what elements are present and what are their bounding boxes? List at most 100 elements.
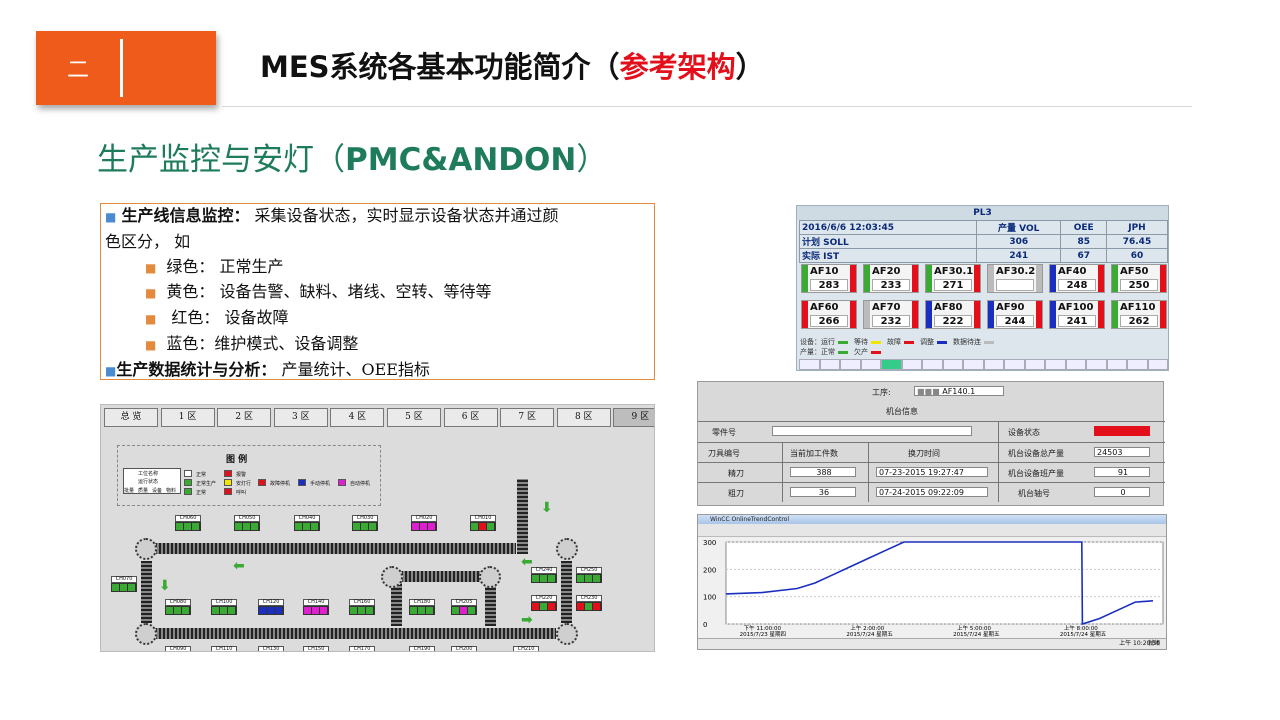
machine-station[interactable]: CH200 [451, 646, 477, 651]
status-cell [577, 575, 585, 582]
andon-tab[interactable] [1086, 359, 1107, 370]
zone-tab[interactable]: 3 区 [273, 408, 328, 427]
subtitle-cn: 生产监控与安灯（ [97, 142, 345, 178]
zone-tab[interactable]: 总 览 [104, 408, 158, 427]
total-output-label: 机台设备总产量 [1008, 449, 1064, 458]
machine-station[interactable]: CH250 [576, 567, 602, 583]
machine-station[interactable]: CH080 [165, 599, 191, 615]
fine-count-value: 388 [790, 467, 856, 477]
machine-name: CH170 [349, 646, 375, 651]
station-value: 222 [934, 315, 972, 327]
machine-station[interactable]: CH205 [451, 599, 477, 615]
andon-tab[interactable] [901, 359, 922, 370]
machine-name: CH040 [294, 515, 320, 522]
andon-tab[interactable] [819, 359, 840, 370]
machine-station[interactable]: CH160 [349, 599, 375, 615]
desc-line: ■生产数据统计与分析： 产量统计、OEE指标 [105, 358, 650, 384]
andon-tab[interactable] [799, 359, 820, 370]
conveyor-vertical [517, 479, 528, 554]
machine-station[interactable]: CH040 [294, 515, 320, 531]
machine-name: CH220 [531, 595, 557, 602]
machine-station[interactable]: CH150 [303, 646, 329, 651]
machine-station[interactable]: CH010 [470, 515, 496, 531]
machine-station[interactable]: CH240 [531, 567, 557, 583]
andon-tab[interactable] [922, 359, 943, 370]
machine-station[interactable]: CH110 [211, 646, 237, 651]
x-tick-label: 2015/7/23 星期四 [740, 631, 786, 638]
andon-title: PL3 [797, 206, 1168, 220]
machine-station[interactable]: CH120 [258, 599, 284, 615]
machine-station[interactable]: CH180 [409, 599, 435, 615]
andon-tab[interactable] [860, 359, 881, 370]
y-tick-label: 300 [703, 539, 716, 547]
zone-tab[interactable]: 5 区 [386, 408, 441, 427]
machine-station[interactable]: CH020 [411, 515, 437, 531]
machine-station[interactable]: CH130 [258, 646, 284, 651]
status-cell [471, 523, 479, 530]
layout-legend: 图 例 工位名称 运行状态 批量 质量 设备 物料 正常 报警 正常生产 安灯行… [117, 445, 381, 506]
zone-tab[interactable]: 9 区 [613, 408, 654, 427]
row-label: 计划 SOLL [799, 234, 977, 249]
fine-tool-label: 精刀 [728, 469, 744, 478]
machine-station[interactable]: CH170 [349, 646, 375, 651]
machine-station[interactable]: CH230 [576, 595, 602, 611]
andon-tab[interactable] [881, 359, 902, 370]
machine-station[interactable]: CH220 [531, 595, 557, 611]
row-divider [698, 421, 1165, 422]
status-cell [174, 607, 182, 614]
machine-station[interactable]: CH140 [303, 599, 329, 615]
station-value: 283 [810, 279, 848, 291]
station-value: 266 [810, 315, 848, 327]
andon-tab[interactable] [840, 359, 861, 370]
machine-station[interactable]: CH190 [409, 646, 435, 651]
zone-tab[interactable]: 4 区 [330, 408, 385, 427]
machine-station[interactable]: CH060 [175, 515, 201, 531]
zone-tab[interactable]: 7 区 [500, 408, 555, 427]
andon-tab[interactable] [1004, 359, 1025, 370]
color-text: 维护模式、设备调整 [214, 333, 359, 353]
andon-tab[interactable] [1106, 359, 1127, 370]
status-cell [320, 607, 328, 614]
machine-station[interactable]: CH070 [111, 576, 137, 592]
station-status-left [988, 301, 994, 328]
andon-tab[interactable] [1127, 359, 1148, 370]
andon-tab[interactable] [942, 359, 963, 370]
andon-tab[interactable] [1045, 359, 1066, 370]
legend-title: 图 例 [226, 455, 248, 465]
process-label: 工序: [872, 388, 891, 397]
status-cell [418, 607, 426, 614]
andon-tab[interactable] [1065, 359, 1086, 370]
color-label: 绿色： [166, 256, 215, 276]
status-cell [303, 523, 311, 530]
andon-tab[interactable] [983, 359, 1004, 370]
zone-tab[interactable]: 2 区 [217, 408, 272, 427]
legend-label: 批量 [124, 488, 135, 494]
rough-tool-label: 粗刀 [728, 489, 744, 498]
machine-status-row [211, 606, 237, 615]
andon-tab[interactable] [963, 359, 984, 370]
status-cell [593, 575, 601, 582]
legend-swatch [871, 350, 881, 354]
zone-tab[interactable]: 1 区 [160, 408, 215, 427]
zone-tab[interactable]: 8 区 [556, 408, 611, 427]
station-name: AF60 [810, 302, 839, 313]
machine-status-row [234, 522, 260, 531]
station-status-right [1160, 301, 1166, 328]
legend-label: 物料 [166, 488, 177, 494]
kpi-value: 85 [1060, 234, 1107, 249]
row-divider [698, 482, 1165, 483]
machine-station[interactable]: CH090 [165, 646, 191, 651]
machine-station[interactable]: CH210 [513, 646, 539, 651]
zone-tab[interactable]: 6 区 [443, 408, 498, 427]
andon-tab[interactable] [1024, 359, 1045, 370]
machine-station[interactable]: CH030 [352, 515, 378, 531]
machine-station[interactable]: CH050 [234, 515, 260, 531]
andon-tab[interactable] [1147, 359, 1168, 370]
legend-label: 安灯行 [236, 481, 252, 487]
status-cell [452, 607, 460, 614]
legend-row: 设备：运行等待故障调整数据待连 [800, 337, 1000, 347]
machine-station[interactable]: CH100 [211, 599, 237, 615]
status-cell [412, 523, 420, 530]
